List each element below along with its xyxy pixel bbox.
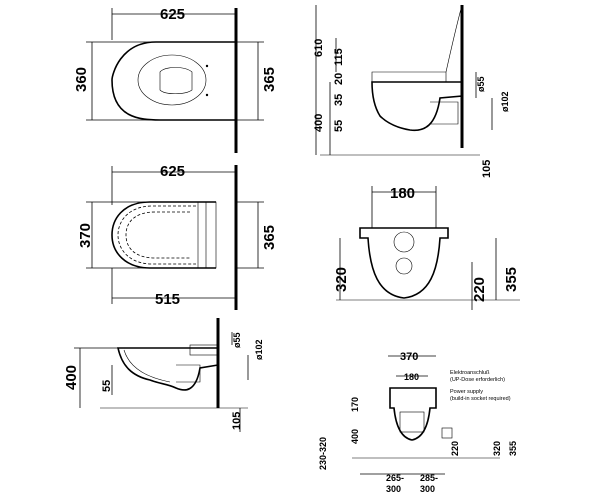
bowl-rim: [137, 54, 207, 106]
dim-370: 370: [77, 223, 94, 248]
dim-320: 320: [333, 267, 350, 292]
dim-20: 20: [333, 73, 345, 85]
dim-55: 55: [333, 120, 345, 132]
dim-515: 515: [155, 291, 180, 308]
seat-outline: [111, 201, 216, 269]
bowl-side-outline: [117, 347, 219, 391]
dim-35: 35: [333, 94, 345, 106]
dim-355: 355: [508, 441, 518, 456]
outlet-pipe: [430, 101, 459, 125]
inlet-circle: [393, 231, 415, 253]
dim-55: 55: [101, 380, 113, 392]
dim-360: 360: [73, 67, 90, 92]
dim-365: 365: [261, 67, 278, 92]
bowl-outline: [371, 81, 463, 132]
dim-625: 625: [160, 6, 185, 23]
seat-lid: [371, 71, 447, 83]
dim-400: 400: [313, 114, 325, 132]
seat-hidden-line: [125, 211, 190, 259]
dim-370: 370: [400, 351, 418, 363]
front-view: 180 320 220 355: [333, 185, 520, 310]
seat-hidden-line: [117, 205, 196, 265]
side-view: 400 55 ø55 ø102 105: [63, 318, 264, 432]
note-power-de: Elektroanschluß: [450, 370, 490, 376]
dim-230-320: 230-320: [318, 437, 328, 470]
dim-diameter-55: ø55: [232, 332, 242, 348]
dim-400: 400: [350, 429, 360, 444]
seat-hinge: [189, 344, 219, 356]
dim-625: 625: [160, 163, 185, 180]
installation-view: 370 180 Elektroanschluß (UP-Dose erforde…: [318, 351, 518, 494]
dim-365: 365: [261, 225, 278, 250]
power-socket: [441, 427, 453, 439]
bowl-outline: [111, 41, 236, 121]
dim-105: 105: [231, 412, 243, 430]
outlet-circle: [395, 257, 413, 275]
dim-610: 610: [313, 39, 325, 57]
bowl-front-outline: [389, 387, 437, 441]
dim-285: 285-: [420, 473, 438, 483]
dim-400: 400: [63, 365, 80, 390]
side-view-upper: 610 115 20 35 400 55 ø55 ø102 105: [313, 4, 510, 178]
lid-raised: [445, 4, 463, 73]
note-power-en: Power supply: [450, 389, 483, 395]
dim-180: 180: [404, 372, 419, 382]
dim-diameter-55: ø55: [476, 76, 486, 92]
seat-view: 625 370 365 515: [77, 163, 278, 310]
dim-265: 265-: [386, 473, 404, 483]
bowl-opening: [159, 67, 193, 95]
top-view: 625 360 365: [73, 6, 278, 153]
dim-320: 320: [492, 441, 502, 456]
dim-diameter-102: ø102: [500, 91, 510, 112]
bowl-inner-line: [123, 349, 171, 383]
dim-170: 170: [350, 397, 360, 412]
dim-180: 180: [390, 185, 415, 202]
dim-265-b: 300: [386, 484, 401, 494]
dim-115: 115: [333, 48, 345, 66]
dim-355: 355: [503, 267, 520, 292]
dim-105: 105: [481, 160, 493, 178]
fixing-hole: [205, 93, 209, 97]
mounting-frame: [399, 411, 425, 433]
fixing-hole: [205, 64, 209, 68]
dim-220: 220: [471, 277, 488, 302]
outlet-pipe: [176, 364, 201, 383]
dim-220: 220: [450, 441, 460, 456]
note-power-en-2: (build-in socket required): [450, 396, 511, 402]
dim-diameter-102: ø102: [254, 339, 264, 360]
bowl-front-outline: [359, 227, 449, 299]
seat-hinge: [197, 201, 217, 269]
note-power-de-2: (UP-Dose erforderlich): [450, 377, 505, 383]
dim-285-b: 300: [420, 484, 435, 494]
